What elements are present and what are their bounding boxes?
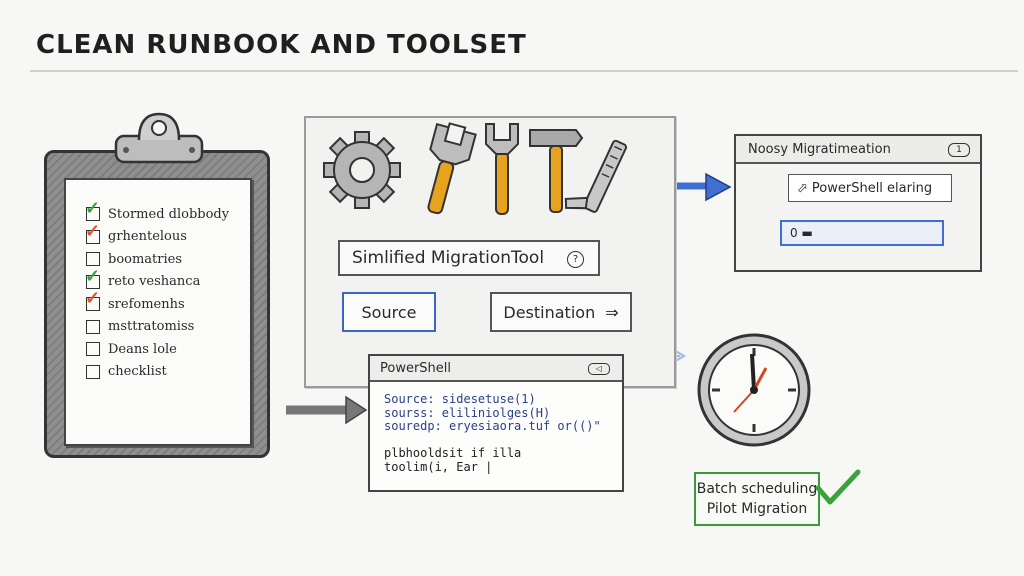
wrench-icon [485, 123, 519, 215]
source-button[interactable]: Source [342, 292, 436, 332]
pipe-wrench-icon [564, 139, 628, 213]
code-line: sourss: eliliniolges(H) [384, 405, 551, 420]
checklist-item[interactable]: boomatries [86, 249, 182, 269]
gear-icon [323, 131, 401, 209]
migration-window-titlebar: Noosy Migratimeation 1 [736, 136, 980, 164]
checklist-item-label: grhentelous [108, 229, 187, 244]
cursor-icon: ⬀ [797, 180, 808, 196]
destination-button[interactable]: Destination ⇒ [490, 292, 632, 332]
window-control-icon[interactable]: 1 [948, 143, 970, 157]
title-divider [30, 70, 1018, 72]
checklist-item[interactable]: checklist [86, 362, 167, 382]
migration-tool-bar[interactable]: Simlified MigrationTool ? [338, 240, 600, 276]
checkbox[interactable] [86, 252, 100, 266]
checkmark-icon: ✓ [85, 198, 101, 219]
code-line: toolim(i, Ear | [384, 459, 493, 474]
checkbox-checked[interactable]: ✓ [85, 222, 100, 244]
checkmark-icon: ✓ [85, 265, 101, 287]
checklist-item-label: boomatries [108, 251, 183, 267]
clipboard-clamp-icon [114, 112, 204, 164]
checkmark-icon: ✓ [85, 220, 101, 242]
checklist-item[interactable]: Deans lole [86, 339, 177, 359]
checklist-item-label: Deans lole [108, 341, 177, 357]
help-icon[interactable]: ? [567, 251, 584, 268]
checklist-item-label: srefomenhs [108, 296, 185, 312]
checklist-item-label: Stormed dlobbody [108, 206, 230, 222]
powershell-titlebar: PowerShell ◁ [370, 356, 622, 382]
page-title: CLEAN RUNBOOK AND TOOLSET [36, 30, 527, 60]
checkbox-checked[interactable]: ✓ [85, 267, 100, 289]
checklist-item-label: checklist [108, 364, 167, 379]
checklist-item[interactable]: msttratomiss [86, 317, 194, 337]
window-control-icon[interactable]: ◁ [588, 363, 610, 375]
tool-name: Simlified MigrationTool [352, 248, 545, 268]
migration-window-title: Noosy Migratimeation [748, 141, 891, 157]
migration-progress-field[interactable]: 0 ▬ [780, 220, 944, 246]
powershell-option-field[interactable]: ⬀ PowerShell elaring [788, 174, 952, 202]
clock-icon [697, 333, 811, 447]
migration-window: Noosy Migratimeation 1 ⬀ PowerShell elar… [734, 134, 982, 272]
checkbox-checked[interactable]: ✓ [85, 200, 100, 221]
checklist-item-label: reto veshanca [108, 274, 201, 289]
batch-scheduling-label: Batch scheduling [696, 481, 818, 497]
code-line: Source: sidesetuse(1) [384, 392, 536, 406]
adjustable-wrench-icon [427, 122, 477, 215]
powershell-option-label: PowerShell elaring [811, 180, 933, 196]
checkbox-checked[interactable]: ✓ [85, 290, 100, 311]
destination-label: Destination [503, 302, 596, 322]
powershell-window: PowerShell ◁ Source: sidesetuse(1)sourss… [368, 354, 624, 492]
pilot-migration-label: Pilot Migration [706, 501, 808, 517]
checkbox[interactable] [86, 342, 100, 356]
checklist-item-label: msttratomiss [108, 319, 195, 334]
batch-scheduling-box: Batch scheduling Pilot Migration [694, 472, 820, 526]
checkbox[interactable] [86, 364, 100, 379]
checkmark-icon: ✓ [85, 288, 101, 309]
checkbox[interactable] [86, 319, 100, 334]
checklist-item[interactable]: ✓ grhentelous [85, 222, 187, 247]
arrow-clipboard-to-powershell [286, 395, 368, 425]
code-line: plbhooldsit if illa [384, 446, 522, 460]
checklist-item[interactable]: ✓ srefomenhs [85, 290, 185, 314]
check-icon [815, 469, 861, 505]
hammer-icon [529, 129, 584, 213]
code-line: souredp: eryesiaora.tuf or(()" [384, 419, 601, 433]
toolset-icons [323, 122, 628, 215]
checklist-item[interactable]: ✓ reto veshanca [85, 267, 201, 292]
checklist-item[interactable]: ✓ Stormed dlobbody [85, 200, 230, 224]
arrow-right-icon: ⇒ [605, 302, 619, 322]
powershell-title: PowerShell [380, 360, 452, 376]
